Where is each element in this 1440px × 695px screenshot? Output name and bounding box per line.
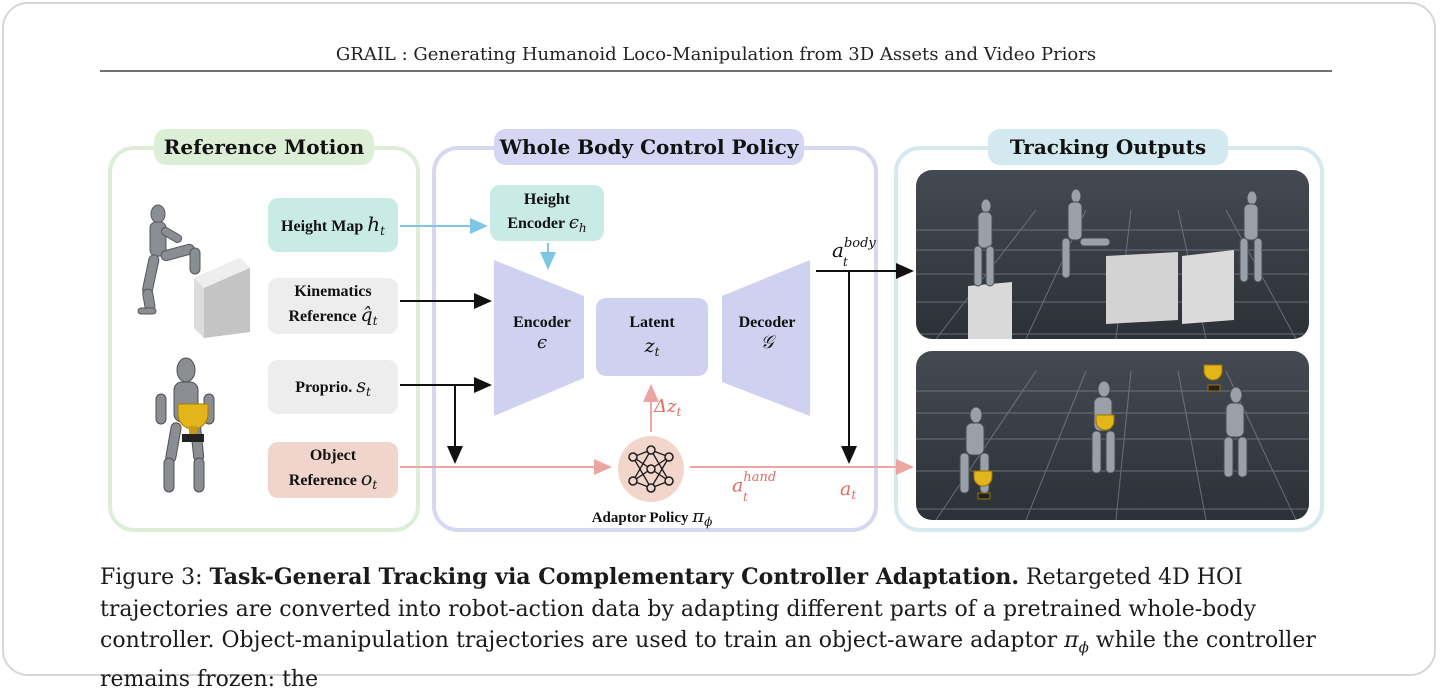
flow-arrows [400,218,914,475]
a-hand-label: ahand t [732,470,777,504]
a-body-label: abody t [832,235,876,269]
caption-title: Task-General Tracking via Complementary … [209,564,1020,590]
adaptor-network-icon [618,436,684,502]
decoder-trapezoid [722,260,810,416]
proprioception-input: Proprio. st [268,360,398,414]
caption-phi: ϕ [1078,638,1089,657]
running-head: GRAIL : Generating Humanoid Loco-Manipul… [335,44,1097,65]
whole-body-control-title: Whole Body Control Policy [494,129,804,165]
robot-step-illustration [137,204,250,338]
header-rule [100,70,1332,72]
robot-carry-trophy-illustration [155,357,215,493]
tracking-output-locomotion [916,170,1309,339]
caption-pi: π [1064,628,1079,653]
page-frame [2,2,1436,676]
caption-text-a: Retargeted 4D HOI trajectories are conve… [100,565,1257,653]
caption-prefix: Figure 3: [100,565,210,590]
trophy-icon [177,403,209,442]
figure-caption: Figure 3: Task-General Tracking via Comp… [100,562,1340,695]
reference-motion-title: Reference Motion [154,129,374,165]
height-map-input: Height Map ht [268,198,398,252]
tracking-output-manipulation [916,351,1309,520]
encoder-trapezoid [494,260,584,416]
a-t-label: at [840,478,857,503]
tracking-outputs-title: Tracking Outputs [988,129,1228,165]
delta-z-label: Δzt [654,396,682,420]
adaptor-policy-label: Adaptor Policy πϕ [591,506,713,529]
